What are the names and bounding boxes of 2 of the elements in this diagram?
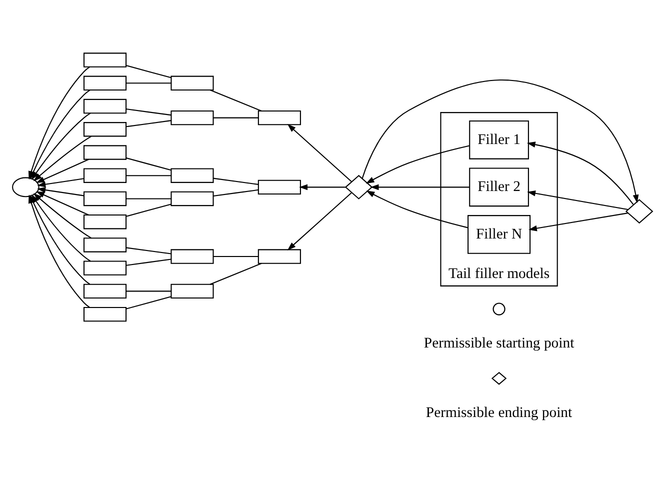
legend-label: Permissible starting point <box>424 335 574 352</box>
legend-label: Permissible ending point <box>426 404 572 420</box>
